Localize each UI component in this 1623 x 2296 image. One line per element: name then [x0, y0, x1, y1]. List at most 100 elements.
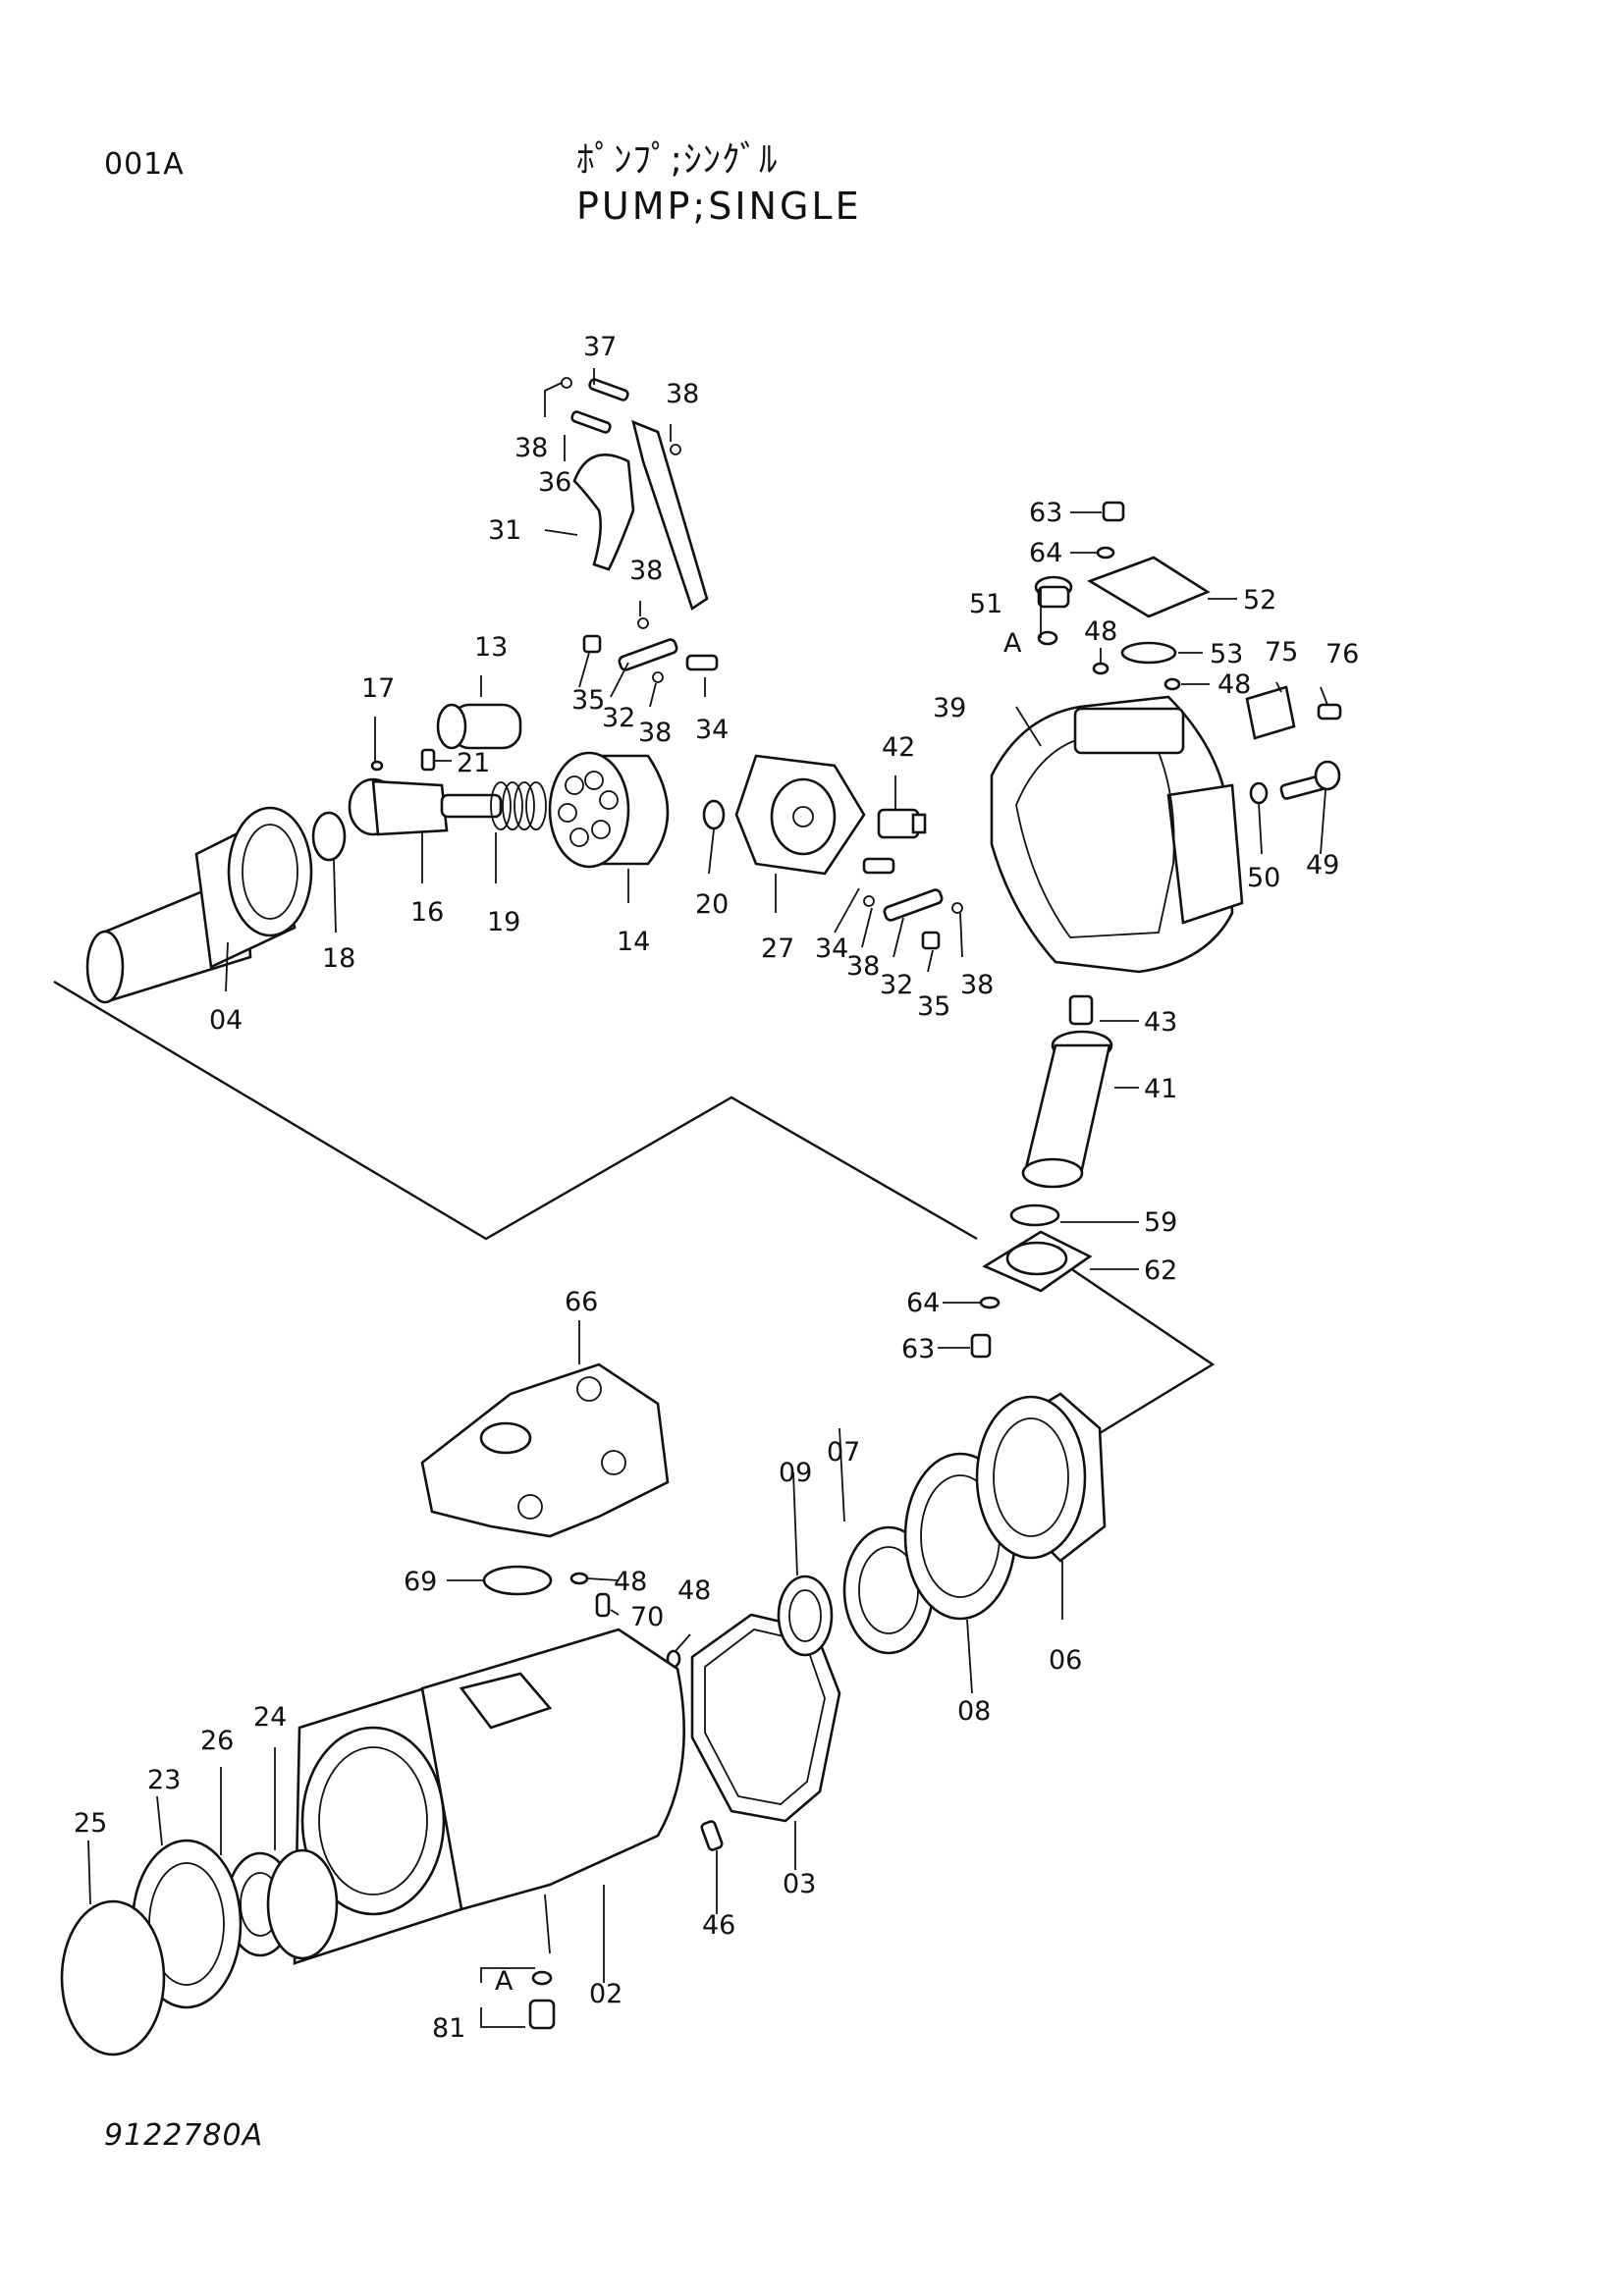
- retainer-part: [348, 777, 503, 836]
- callout-label: 53: [1210, 639, 1243, 669]
- callout-label: 38: [960, 970, 994, 1000]
- callout-label: 48: [1217, 669, 1251, 700]
- callout-label: 48: [614, 1567, 647, 1597]
- pin-part: [595, 1592, 611, 1618]
- callout-label: 06: [1049, 1645, 1082, 1676]
- snap-ring-part: [60, 1899, 166, 2056]
- callout-label: 09: [779, 1458, 812, 1488]
- callout-label: 04: [209, 1005, 243, 1036]
- bolt-part: [1102, 501, 1125, 522]
- callout-label: 26: [200, 1726, 234, 1756]
- bolt-part: [970, 1333, 992, 1359]
- plate-part: [1245, 685, 1296, 740]
- callout-label: 03: [783, 1869, 816, 1899]
- cover-part: [1087, 556, 1211, 618]
- snap-ring-part: [311, 811, 347, 862]
- callout-label: 76: [1325, 639, 1359, 669]
- callout-label: 63: [1029, 498, 1062, 528]
- callout-label: 51: [969, 589, 1002, 619]
- callout-label: 59: [1144, 1207, 1177, 1238]
- callout-label: 36: [538, 467, 571, 498]
- callout-label: 64: [906, 1288, 940, 1318]
- callout-label: 38: [514, 433, 548, 463]
- o-ring-part: [266, 1848, 339, 1960]
- cylinder-block-part: [548, 751, 670, 869]
- pin-part: [420, 748, 436, 772]
- callout-label: 64: [1029, 538, 1062, 568]
- lever-part: [561, 377, 709, 612]
- callout-label: 75: [1265, 637, 1298, 667]
- plug-part: [1068, 994, 1094, 1026]
- gasket-part: [690, 1613, 841, 1823]
- valve-plate-part: [734, 754, 866, 876]
- callout-label: 07: [827, 1437, 860, 1468]
- callout-label: 38: [629, 556, 663, 586]
- callout-label: 81: [432, 2013, 465, 2044]
- callout-label: 17: [361, 673, 395, 704]
- ring-part: [702, 799, 726, 830]
- callout-label: 14: [617, 927, 650, 957]
- callout-label: 38: [666, 379, 699, 409]
- callout-label: 35: [571, 685, 605, 716]
- plug-part: [877, 808, 927, 839]
- housing-part: [990, 695, 1244, 974]
- o-ring-part: [1009, 1203, 1060, 1227]
- callout-label: 50: [1247, 863, 1280, 893]
- bearing-housing-part: [975, 1392, 1107, 1563]
- callout-label: 34: [815, 934, 848, 964]
- shaft-part: [85, 806, 313, 1004]
- o-ring-part: [1120, 641, 1177, 665]
- leader-lines: [87, 368, 1328, 2028]
- callout-label: 25: [74, 1808, 107, 1839]
- callout-label: 34: [695, 715, 729, 745]
- o-ring-part: [569, 1572, 589, 1585]
- washer-part: [979, 1296, 1001, 1309]
- link-part: [582, 617, 719, 683]
- spring-part: [490, 781, 547, 830]
- callout-label: 39: [933, 693, 966, 723]
- callout-label: 31: [488, 515, 521, 546]
- callout-label: 42: [882, 732, 915, 763]
- callout-label: 48: [1084, 616, 1117, 647]
- page-code: 001A: [104, 147, 185, 182]
- plug-part: [1034, 575, 1073, 609]
- callout-label: 20: [695, 889, 729, 920]
- callout-label: 08: [957, 1696, 991, 1727]
- washer-part: [1249, 781, 1269, 805]
- assembly-line-right: [1069, 1267, 1216, 1435]
- callout-label: 49: [1306, 850, 1339, 881]
- callout-label: 70: [630, 1602, 664, 1632]
- bolt-part: [1279, 760, 1341, 800]
- piston-part: [436, 703, 522, 750]
- callout-label: 32: [880, 970, 913, 1000]
- callout-label: 52: [1243, 585, 1276, 615]
- washer-part: [1096, 546, 1115, 560]
- o-ring-part: [482, 1565, 553, 1596]
- callout-label: 16: [410, 897, 444, 928]
- callout-label: 46: [702, 1910, 735, 1941]
- callout-label: A: [495, 1966, 514, 1997]
- callout-label: 24: [253, 1702, 287, 1733]
- seal-part: [777, 1575, 834, 1657]
- callout-labels: 37 38 38 36 31 38 35 32 38 34 13 17 21 1…: [74, 332, 1359, 2044]
- drawing-number: 9122780A: [104, 2118, 264, 2153]
- o-ring-part: [1037, 630, 1058, 646]
- callout-label: 21: [457, 748, 490, 778]
- bolt-part: [1317, 703, 1342, 721]
- callout-label: 62: [1144, 1255, 1177, 1286]
- callout-label: 43: [1144, 1007, 1177, 1038]
- pin-part: [700, 1820, 724, 1851]
- pipe-part: [1021, 1030, 1113, 1189]
- callout-label: 69: [404, 1567, 437, 1597]
- page-title: PUMP;SINGLE: [576, 185, 862, 228]
- callout-label: 41: [1144, 1074, 1177, 1104]
- assembly-line-upper-left: [53, 980, 978, 1241]
- callout-label: 23: [147, 1765, 181, 1795]
- callout-label: 35: [917, 991, 950, 1022]
- callout-label: 02: [589, 1979, 622, 2009]
- callout-label: 13: [474, 632, 508, 663]
- callout-label: 38: [638, 718, 672, 748]
- regulator-part: [420, 1362, 670, 1538]
- callout-label: 37: [583, 332, 617, 362]
